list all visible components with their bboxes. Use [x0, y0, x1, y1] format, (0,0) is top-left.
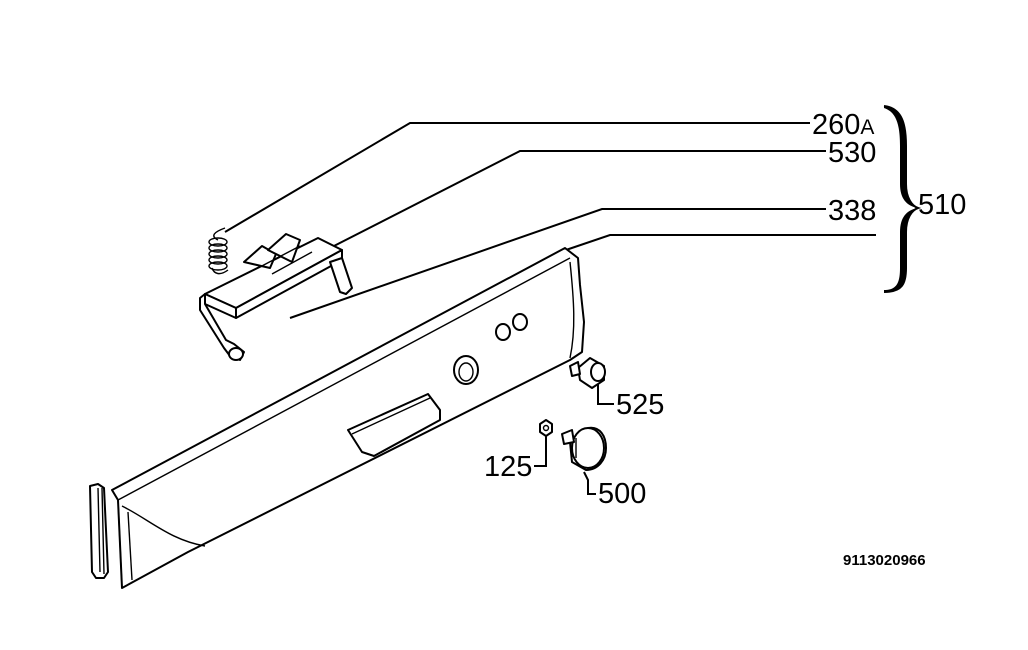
leader-line-338 [289, 208, 826, 319]
knob-part [561, 426, 607, 471]
leader-line-panel [559, 234, 876, 253]
callout-260a: 260A [812, 109, 874, 141]
callout-510: 510 [918, 189, 966, 221]
leader-line-125 [534, 433, 547, 467]
latch-part [199, 233, 353, 361]
indicator-hole-2 [512, 313, 528, 331]
knob-hole-large [453, 355, 479, 385]
seal-strip [89, 483, 109, 579]
lamp-part [569, 357, 606, 389]
callout-500: 500 [598, 478, 646, 510]
leader-line-500 [583, 471, 596, 495]
callout-125: 125 [484, 451, 532, 483]
nut-part [539, 419, 553, 437]
leader-line-530 [329, 150, 826, 249]
indicator-hole-1 [495, 323, 511, 341]
callout-525: 525 [616, 389, 664, 421]
drawing-code: 9113020966 [843, 552, 926, 569]
spring-part [208, 227, 229, 275]
control-panel [111, 247, 585, 589]
leader-line-260a [224, 122, 810, 233]
group-brace-fill [884, 106, 918, 292]
handle-recess [347, 393, 441, 457]
callout-338: 338 [828, 195, 876, 227]
callout-530: 530 [828, 137, 876, 169]
